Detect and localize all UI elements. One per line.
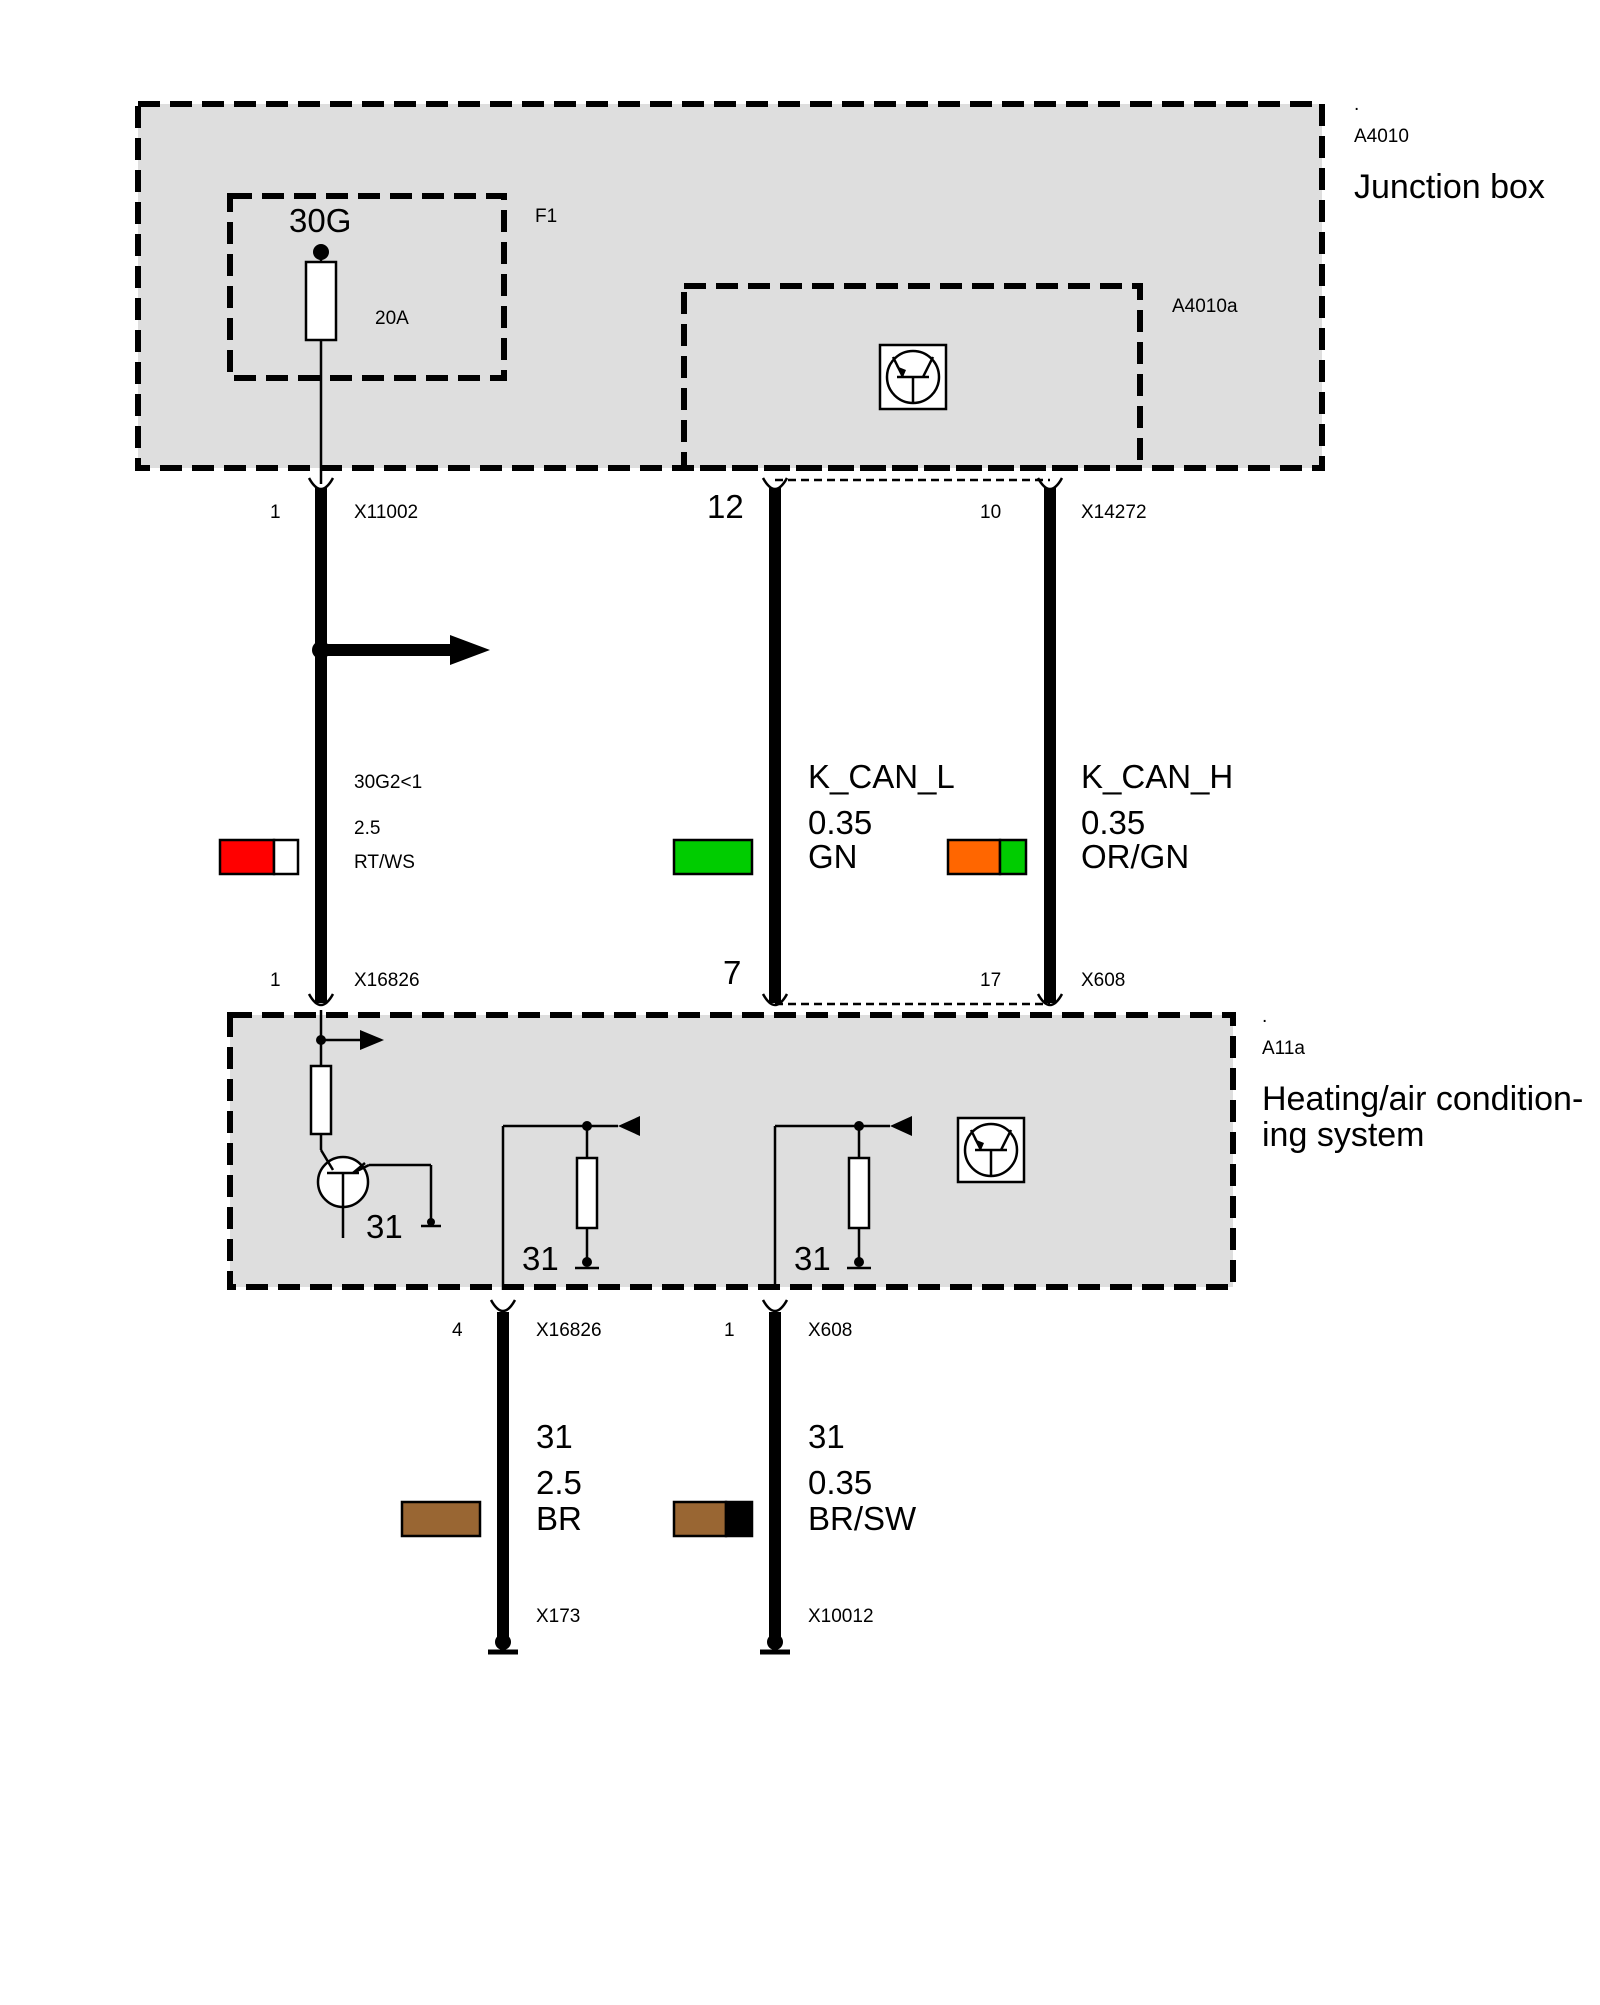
can-l-signal: K_CAN_L [808, 758, 955, 795]
can-h-connector-top: X14272 [1081, 502, 1147, 523]
transistor-icon [878, 343, 948, 411]
power-connector-top: X11002 [354, 502, 418, 523]
module-id: A4010a [1172, 296, 1238, 317]
can-l-pin-bottom: 7 [723, 954, 741, 991]
ground-label-2: 31 [522, 1240, 559, 1277]
wire-ground-b[interactable] [760, 1299, 790, 1655]
ground-a-signal: 31 [536, 1418, 573, 1455]
fuse-terminal-label: 30G [289, 202, 351, 239]
ground-b-circuit [773, 1116, 912, 1290]
power-size: 2.5 [354, 818, 380, 839]
ground-b-size: 0.35 [808, 1464, 872, 1501]
ground-a-color-swatch [400, 1500, 482, 1538]
can-l-color-code: GN [808, 838, 858, 875]
power-color-swatch [218, 838, 300, 876]
junction-box-dot: . [1354, 94, 1359, 115]
fuse-rating: 20A [375, 308, 409, 329]
ground-a-color-code: BR [536, 1500, 582, 1537]
ground-b-signal: 31 [808, 1418, 845, 1455]
can-h-color-code: OR/GN [1081, 838, 1189, 875]
wire-power[interactable] [307, 477, 490, 1007]
power-pin-top: 1 [270, 502, 281, 523]
wire-can-l[interactable] [761, 477, 1050, 1007]
power-input-circuit [309, 1010, 441, 1238]
power-signal: 30G2<1 [354, 772, 422, 793]
fuse-icon [304, 260, 338, 342]
ground-b-color-swatch [672, 1500, 754, 1538]
power-pin-bottom: 1 [270, 970, 281, 991]
ground-a-connector-bottom: X173 [536, 1606, 580, 1627]
can-h-size: 0.35 [1081, 804, 1145, 841]
can-h-connector-bottom: X608 [1081, 970, 1125, 991]
junction-box-id: A4010 [1354, 126, 1409, 147]
power-color-code: RT/WS [354, 852, 415, 873]
can-h-pin-top: 10 [980, 502, 1001, 523]
wire-can-h[interactable] [1036, 477, 1064, 1007]
can-l-pin-top: 12 [707, 488, 744, 525]
fuse-frame [227, 193, 507, 381]
ground-b-pin-top: 1 [724, 1320, 735, 1341]
power-connector-bottom: X16826 [354, 970, 420, 991]
can-h-pin-bottom: 17 [980, 970, 1001, 991]
fuse-id: F1 [535, 206, 557, 227]
ground-b-connector-top: X608 [808, 1320, 852, 1341]
ground-a-circuit [501, 1116, 640, 1290]
hvac-name-line1: Heating/air condition- [1262, 1080, 1583, 1118]
hvac-id: A11a [1262, 1038, 1305, 1059]
ground-a-connector-top: X16826 [536, 1320, 602, 1341]
ground-b-connector-bottom: X10012 [808, 1606, 874, 1627]
hvac-transistor-icon [956, 1116, 1026, 1184]
ground-a-size: 2.5 [536, 1464, 582, 1501]
can-l-color-swatch [672, 838, 754, 876]
junction-box-name: Junction box [1354, 168, 1545, 206]
can-l-size: 0.35 [808, 804, 872, 841]
can-h-color-swatch [946, 838, 1028, 876]
hvac-name-line2: ing system [1262, 1116, 1425, 1154]
ground-a-pin-top: 4 [452, 1320, 463, 1341]
can-h-signal: K_CAN_H [1081, 758, 1233, 795]
ground-label-3: 31 [794, 1240, 831, 1277]
wire-ground-a[interactable] [488, 1299, 518, 1655]
ground-label-1: 31 [366, 1208, 403, 1245]
module-frame [681, 283, 1143, 471]
ground-b-color-code: BR/SW [808, 1500, 917, 1537]
hvac-dot: . [1262, 1006, 1267, 1027]
hvac-frame [227, 1012, 1236, 1290]
